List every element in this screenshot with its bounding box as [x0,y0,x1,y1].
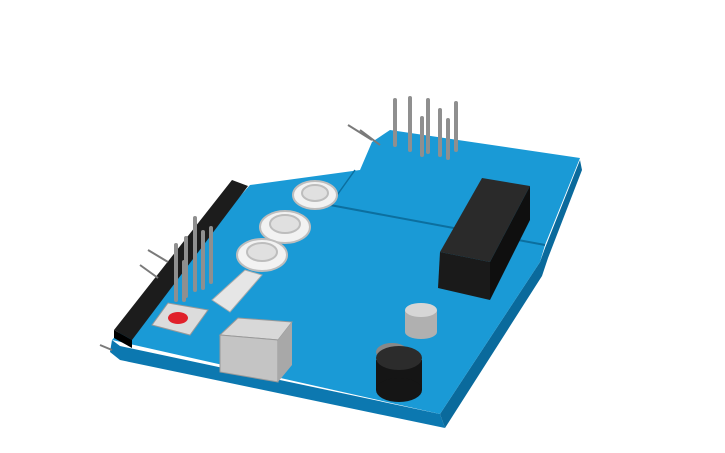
power-header-front [438,252,490,300]
power-jack-bottom [376,378,422,402]
pin-header-left-side [114,330,132,348]
capacitor-top [405,303,437,317]
power-jack-top [376,346,422,370]
power-header-top [440,178,530,262]
board-side-right [440,160,582,428]
reset-button-icon [168,312,188,324]
power-header-side [490,186,530,300]
logo-rings [236,180,338,272]
usb-side [278,322,292,382]
board-side [110,340,445,428]
logo-text-block [211,269,263,313]
pin-tails [99,124,381,351]
capacitor-bottom [405,325,437,339]
pins [174,96,458,302]
pin-header-left [114,180,248,340]
